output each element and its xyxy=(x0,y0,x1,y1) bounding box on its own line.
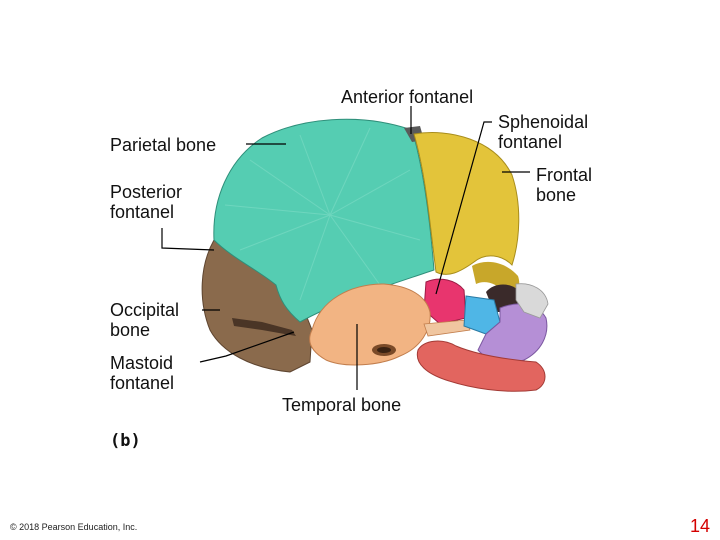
frontal-bone-shape xyxy=(413,132,520,275)
label-parietal-bone: Parietal bone xyxy=(110,135,217,155)
mandible-shape xyxy=(416,340,546,392)
label-mastoid-fontanel: Mastoid fontanel xyxy=(110,353,175,393)
leader-sphenoidal xyxy=(435,121,492,295)
label-posterior-fontanel: Posterior fontanel xyxy=(110,182,183,222)
label-temporal-bone: Temporal bone xyxy=(282,395,402,415)
panel-label: (b) xyxy=(110,431,141,451)
leader-lines xyxy=(161,106,530,390)
label-occipital-bone: Occipital bone xyxy=(110,300,180,340)
label-anterior-fontanel: Anterior fontanel xyxy=(341,87,474,107)
label-sphenoidal-fontanel: Sphenoidal fontanel xyxy=(498,112,589,152)
copyright-notice: © 2018 Pearson Education, Inc. xyxy=(10,522,138,532)
label-frontal-bone: Frontal bone xyxy=(536,165,593,205)
parietal-bone-shape xyxy=(213,118,435,323)
page-number: 14 xyxy=(689,516,710,536)
zygomatic-process xyxy=(423,319,471,337)
nasal-bone-shape xyxy=(515,283,549,319)
parietal-texture xyxy=(224,127,421,301)
leader-mastoid xyxy=(199,331,295,363)
leader-posterior xyxy=(161,228,215,251)
temporal-bone-shape xyxy=(309,283,431,366)
mastoid-fontanel-shape xyxy=(232,318,296,336)
